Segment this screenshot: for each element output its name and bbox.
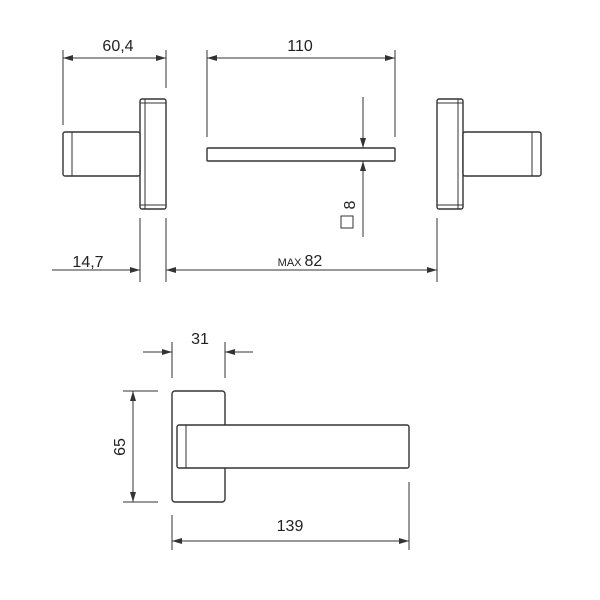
label-spindle-length: 110 xyxy=(287,38,313,55)
dimension-lever-length: 139 xyxy=(171,482,410,550)
left-handle-side-view xyxy=(62,98,167,210)
label-lever-length: 139 xyxy=(277,518,304,535)
square-symbol-icon xyxy=(340,215,354,229)
spindle xyxy=(206,147,396,162)
dimension-rose-width: 31 xyxy=(143,331,253,378)
right-handle-side-view xyxy=(436,98,542,210)
label-top-width: 60,4 xyxy=(102,38,133,55)
dimension-top-width: 60,4 xyxy=(62,38,167,125)
dimension-spindle-length: 110 xyxy=(206,38,396,137)
dimension-rose-offset: 14,7 xyxy=(52,218,167,282)
label-rose-width: 31 xyxy=(191,331,209,348)
dimension-spindle-square: 8 xyxy=(340,97,366,237)
handle-front-view xyxy=(171,390,410,503)
dimension-rose-height: 65 xyxy=(112,390,158,503)
label-rose-offset: 14,7 xyxy=(72,254,103,271)
label-rose-height: 65 xyxy=(112,438,129,456)
label-spindle-square: 8 xyxy=(342,200,359,209)
